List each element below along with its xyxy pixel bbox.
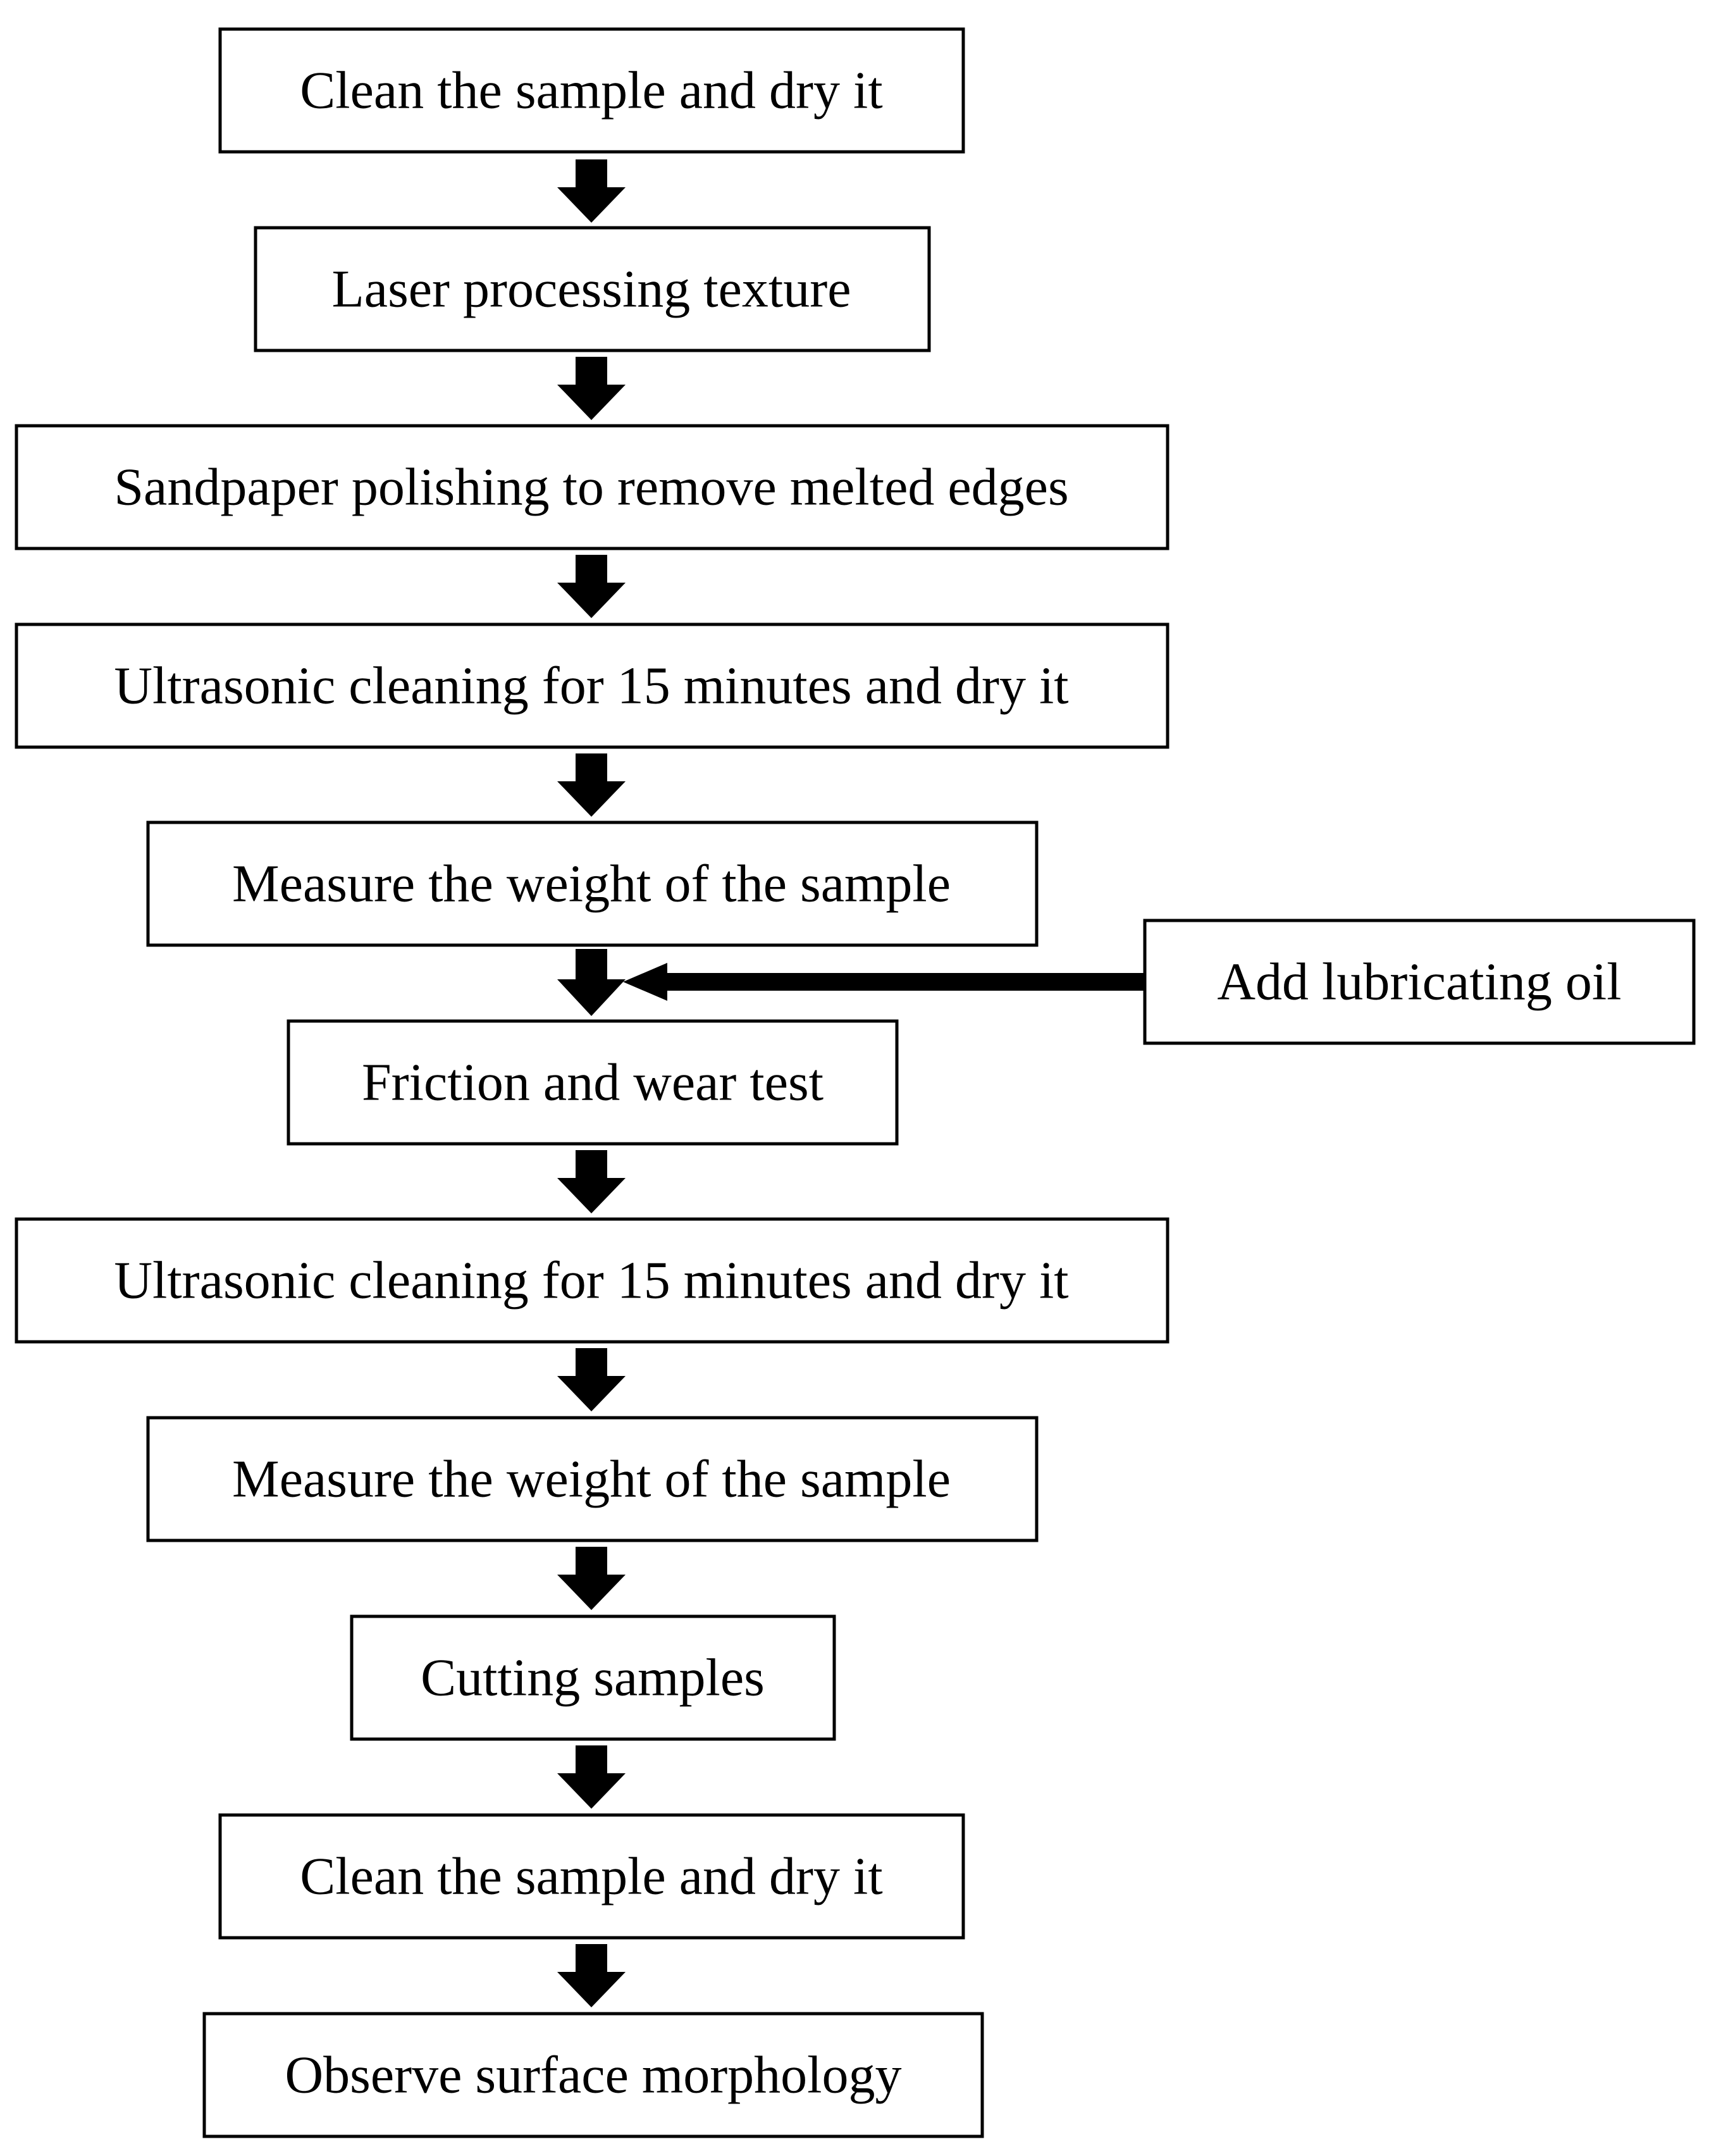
step-box-7: Ultrasonic cleaning for 15 minutes and d…	[15, 1217, 1169, 1344]
step-box-9: Cutting samples	[350, 1614, 836, 1741]
step-label-9: Cutting samples	[421, 1649, 765, 1707]
step-box-2: Laser processing texture	[254, 226, 931, 352]
step-box-11: Observe surface morphology	[202, 2012, 984, 2138]
step-box-1: Clean the sample and dry it	[218, 27, 965, 154]
step-label-10: Clean the sample and dry it	[300, 1847, 882, 1906]
arrow-down-10	[557, 1944, 626, 2007]
arrow-down-7	[557, 1348, 626, 1411]
arrow-down-3	[557, 555, 626, 618]
step-label-3: Sandpaper polishing to remove melted edg…	[114, 458, 1068, 517]
step-label-11: Observe surface morphology	[285, 2046, 901, 2105]
step-box-8: Measure the weight of the sample	[146, 1416, 1039, 1542]
arrow-down-5	[557, 949, 626, 1016]
step-box-6: Friction and wear test	[287, 1019, 899, 1146]
arrow-down-9	[557, 1745, 626, 1809]
arrow-down-4	[557, 753, 626, 817]
arrow-down-2	[557, 357, 626, 420]
step-label-6: Friction and wear test	[362, 1053, 824, 1112]
step-box-10: Clean the sample and dry it	[218, 1813, 965, 1940]
step-label-5: Measure the weight of the sample	[232, 855, 951, 914]
step-label-2: Laser processing texture	[331, 260, 851, 319]
arrow-down-8	[557, 1547, 626, 1610]
arrow-down-6	[557, 1150, 626, 1213]
step-box-4: Ultrasonic cleaning for 15 minutes and d…	[15, 623, 1169, 749]
step-label-7: Ultrasonic cleaning for 15 minutes and d…	[114, 1251, 1068, 1310]
arrow-down-1	[557, 159, 626, 223]
step-label-8: Measure the weight of the sample	[232, 1450, 951, 1509]
side-input-box: Add lubricating oil	[1143, 919, 1696, 1045]
side-input-label: Add lubricating oil	[1217, 953, 1621, 1012]
step-label-1: Clean the sample and dry it	[300, 61, 882, 120]
step-box-3: Sandpaper polishing to remove melted edg…	[15, 424, 1169, 550]
arrow-left-oil	[623, 963, 1145, 1001]
step-box-5: Measure the weight of the sample	[146, 821, 1039, 947]
step-label-4: Ultrasonic cleaning for 15 minutes and d…	[114, 657, 1068, 716]
